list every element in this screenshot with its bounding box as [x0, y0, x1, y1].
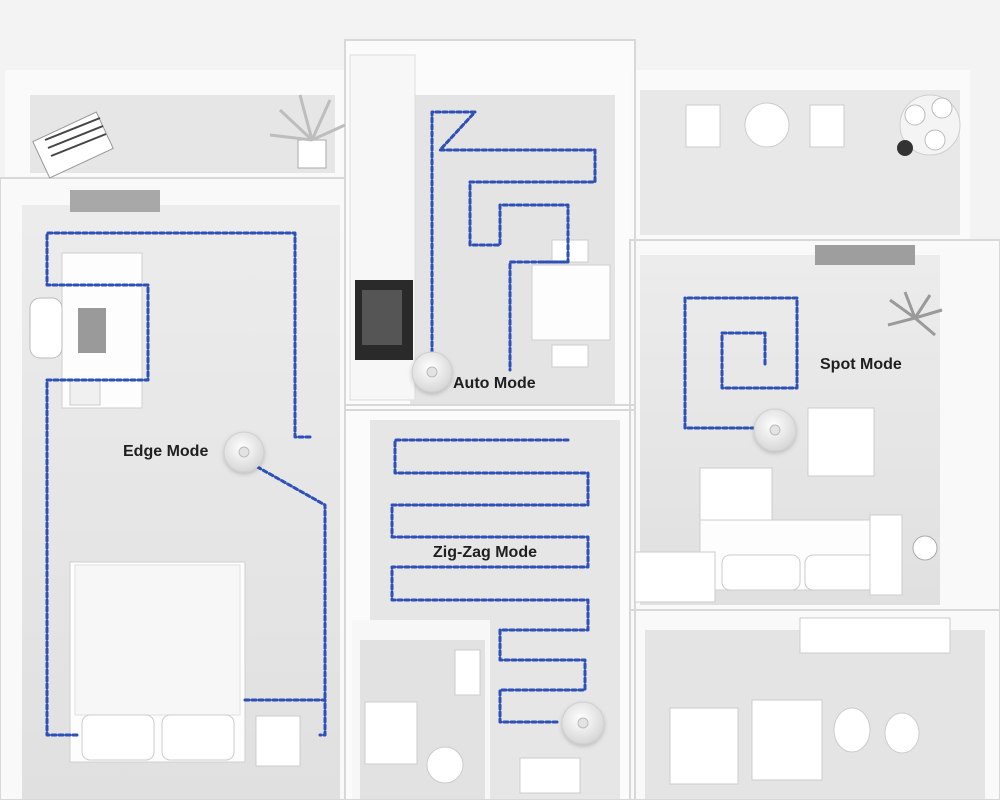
- plant-icon: [269, 94, 346, 169]
- zigzag-mode-path: [390, 438, 590, 724]
- auto-mode-path: [430, 110, 597, 372]
- robot-vacuum-icon: [223, 431, 265, 473]
- furniture: [29, 94, 961, 794]
- spot-mode-label: Spot Mode: [820, 356, 902, 373]
- bed-icon: [69, 561, 246, 763]
- chair-icon: [32, 111, 114, 179]
- robot-vacuum-icon: [411, 351, 453, 393]
- desk-icon: [29, 252, 143, 409]
- robot-vacuum-icon: [561, 701, 605, 745]
- cleaning-paths: [45, 110, 799, 737]
- robots: [223, 351, 797, 745]
- plant-icon: [887, 291, 943, 337]
- robot-vacuum-icon: [753, 408, 797, 452]
- zigzag-mode-label: Zig-Zag Mode: [433, 544, 537, 561]
- spot-mode-path: [683, 296, 799, 430]
- edge-mode-label: Edge Mode: [123, 443, 208, 460]
- sofa-icon: [699, 467, 903, 596]
- plant-icon: [897, 94, 961, 156]
- auto-mode-label: Auto Mode: [453, 375, 536, 392]
- edge-mode-path: [45, 231, 327, 737]
